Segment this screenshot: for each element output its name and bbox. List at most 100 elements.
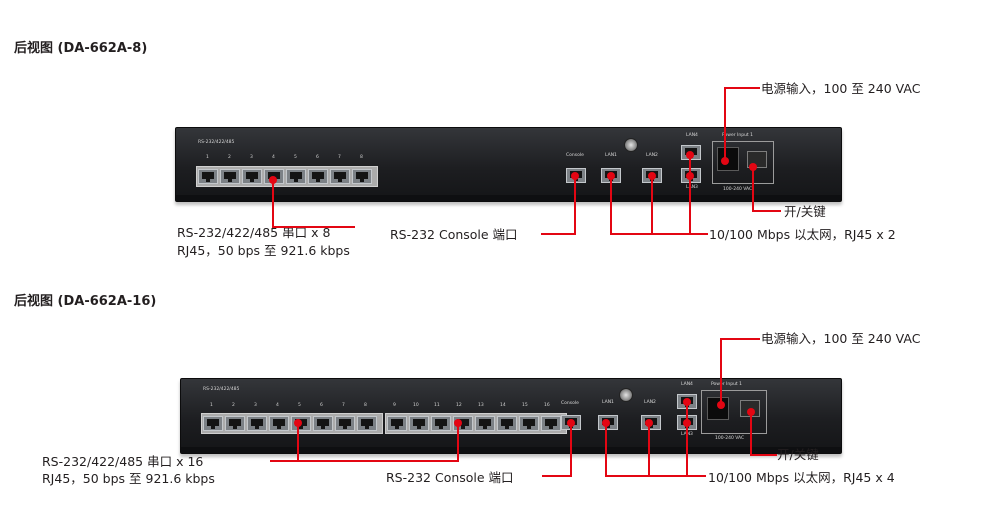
ground-screw-icon: [619, 388, 633, 402]
port-number: 16: [544, 403, 550, 408]
callout-dot: [683, 419, 691, 427]
port-number: 8: [364, 403, 367, 408]
voltage-label: 100-240 VAC: [723, 187, 753, 192]
serial-callout-line2: RJ45，50 bps 至 921.6 kbps: [42, 471, 215, 486]
port-number: 14: [500, 403, 506, 408]
callout-dot: [648, 172, 656, 180]
callout-dot: [686, 172, 694, 180]
port-number: 6: [316, 155, 319, 160]
serial-port-4: [269, 416, 289, 431]
port-number: 2: [232, 403, 235, 408]
lan1-label: LAN1: [605, 153, 617, 158]
port-number: 6: [320, 403, 323, 408]
console-leader: [542, 423, 572, 477]
port-number: 9: [393, 403, 396, 408]
serial-port-2: [225, 416, 245, 431]
serial-port-14: [497, 416, 517, 431]
power-input-callout: 电源输入，100 至 240 VAC: [761, 331, 921, 346]
ground-screw-icon: [624, 138, 638, 152]
device-rear-panel-da-662a-8: RS-232/422/485 1 2 3 4 5 6 7 8 Console L…: [175, 127, 842, 202]
lan1-label: LAN1: [602, 400, 614, 405]
section-title-da-662a-16: 后视图 (DA-662A-16): [14, 294, 157, 309]
callout-dot: [269, 176, 277, 184]
port-number: 5: [294, 155, 297, 160]
callout-dot: [607, 172, 615, 180]
lan2-label: LAN2: [644, 400, 656, 405]
panel-bottom-edge: [176, 195, 841, 201]
serial-port-9: [387, 416, 407, 431]
serial-leader: [272, 180, 355, 228]
serial-leader: [270, 423, 459, 462]
serial-port-3: [247, 416, 267, 431]
lan3-label: LAN3: [686, 185, 698, 190]
lan2-label: LAN2: [646, 153, 658, 158]
callout-dot: [454, 419, 462, 427]
serial-callout-line2: RJ45，50 bps 至 921.6 kbps: [177, 243, 350, 258]
port-number: 5: [298, 403, 301, 408]
serial-port-1: [203, 416, 223, 431]
lan-leader: [610, 155, 708, 235]
port-number: 13: [478, 403, 484, 408]
callout-dot: [683, 398, 691, 406]
port-number: 4: [276, 403, 279, 408]
serial-port-1: [198, 169, 218, 184]
port-number: 3: [254, 403, 257, 408]
callout-dot: [602, 419, 610, 427]
power-input-leader: [724, 87, 760, 161]
port-number: 1: [210, 403, 213, 408]
serial-port-15: [519, 416, 539, 431]
serial-port-5: [286, 169, 306, 184]
section-title-da-662a-8: 后视图 (DA-662A-8): [14, 41, 148, 56]
port-number: 7: [342, 403, 345, 408]
switch-callout: 开/关键: [784, 204, 826, 219]
lan4-label: LAN4: [686, 133, 698, 138]
switch-leader: [750, 412, 777, 456]
power-input-leader: [720, 338, 760, 405]
serial-port-2: [220, 169, 240, 184]
serial-port-13: [475, 416, 495, 431]
lan4-label: LAN4: [681, 382, 693, 387]
console-port-label: Console: [561, 401, 579, 406]
lan-callout: 10/100 Mbps 以太网，RJ45 x 4: [708, 470, 895, 485]
serial-port-8: [352, 169, 372, 184]
power-module: [701, 390, 767, 434]
callout-dot: [294, 419, 302, 427]
voltage-label: 100-240 VAC: [715, 436, 745, 441]
serial-port-3: [242, 169, 262, 184]
port-number: 15: [522, 403, 528, 408]
port-number: 3: [250, 155, 253, 160]
port-number: 1: [206, 155, 209, 160]
port-number: 11: [434, 403, 440, 408]
power-input-callout: 电源输入，100 至 240 VAC: [761, 81, 921, 96]
console-port-label: Console: [566, 153, 584, 158]
port-number: 10: [413, 403, 419, 408]
serial-port-7: [335, 416, 355, 431]
console-leader: [541, 176, 576, 235]
serial-port-16: [541, 416, 561, 431]
serial-callout-line1: RS-232/422/485 串口 x 8: [177, 225, 331, 240]
callout-dot: [645, 419, 653, 427]
callout-dot: [747, 408, 755, 416]
callout-dot: [721, 157, 729, 165]
callout-dot: [717, 401, 725, 409]
power-input-label: Power Input 1: [711, 382, 742, 387]
console-callout: RS-232 Console 端口: [390, 227, 518, 242]
switch-leader: [752, 167, 781, 212]
serial-port-11: [431, 416, 451, 431]
callout-dot: [749, 163, 757, 171]
serial-callout-line1: RS-232/422/485 串口 x 16: [42, 454, 204, 469]
serial-port-6: [308, 169, 328, 184]
serial-ports-label: RS-232/422/485: [203, 387, 240, 392]
lan-callout: 10/100 Mbps 以太网，RJ45 x 2: [709, 227, 896, 242]
port-number: 2: [228, 155, 231, 160]
switch-callout: 开/关键: [777, 447, 819, 462]
port-number: 12: [456, 403, 462, 408]
serial-port-7: [330, 169, 350, 184]
serial-port-6: [313, 416, 333, 431]
serial-port-10: [409, 416, 429, 431]
callout-dot: [571, 172, 579, 180]
serial-ports-label: RS-232/422/485: [198, 140, 235, 145]
panel-bottom-edge: [181, 447, 841, 453]
serial-port-8: [357, 416, 377, 431]
